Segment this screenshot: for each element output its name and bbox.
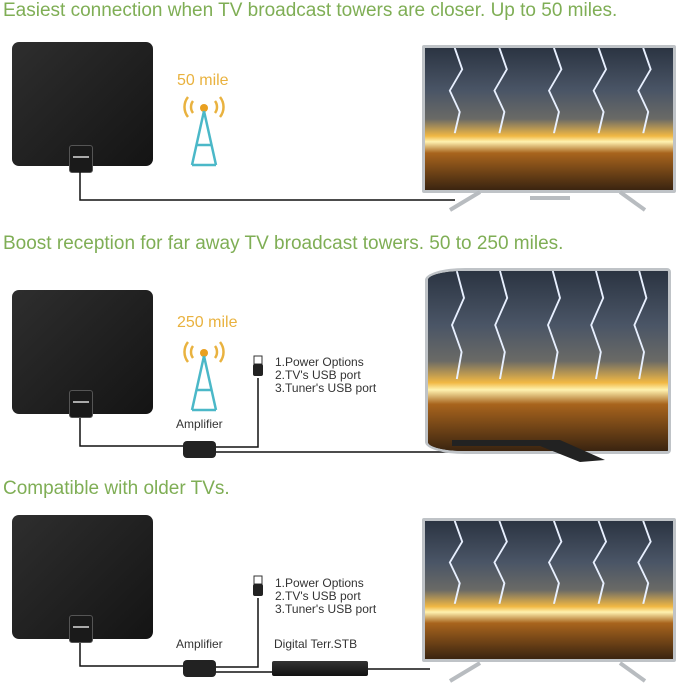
- usb-power-options: 1.Power Options 2.TV's USB port 3.Tuner'…: [275, 356, 376, 395]
- lightning-bolt: [637, 521, 652, 604]
- lightning-bolts: [448, 48, 652, 134]
- flat-tv: [422, 45, 676, 193]
- tv-stand: [448, 190, 647, 212]
- range-label: 250 mile: [177, 314, 238, 331]
- section-1-title: Easiest connection when TV broadcast tow…: [3, 0, 618, 21]
- usb-plug-icon: [253, 355, 263, 376]
- lightning-bolt: [448, 48, 464, 134]
- section-2-title: Boost reception for far away TV broadcas…: [3, 233, 564, 254]
- amplifier-label: Amplifier: [176, 637, 223, 651]
- broadcast-tower-icon: [183, 341, 225, 412]
- amplifier-label: Amplifier: [176, 417, 223, 431]
- antenna-connector: [69, 615, 93, 643]
- tv-stand: [448, 661, 647, 683]
- set-top-box: [272, 661, 368, 676]
- usb-option: 3.Tuner's USB port: [275, 381, 377, 395]
- usb-option: 2.TV's USB port: [275, 589, 361, 603]
- lightning-bolt: [592, 521, 608, 604]
- broadcast-tower-icon: [183, 96, 225, 167]
- flat-tv: [422, 518, 676, 662]
- section-3-title: Compatible with older TVs.: [3, 478, 230, 499]
- stb-label: Digital Terr.STB: [274, 637, 358, 651]
- usb-option: 3.Tuner's USB port: [275, 602, 377, 616]
- lightning-bolt: [450, 271, 465, 380]
- antenna-connector: [69, 390, 93, 418]
- lightning-bolt: [448, 521, 464, 604]
- lightning-bolt: [637, 48, 652, 134]
- usb-power-options: 1.Power Options 2.TV's USB port 3.Tuner'…: [275, 577, 376, 616]
- lightning-bolt: [493, 521, 508, 604]
- lightning-bolt: [590, 271, 605, 380]
- lightning-bolt: [633, 271, 648, 380]
- lightning-bolt: [592, 48, 608, 134]
- usb-option: 2.TV's USB port: [275, 368, 361, 382]
- lightning-bolt: [547, 48, 563, 134]
- lightning-bolt: [546, 271, 561, 380]
- usb-option: 1.Power Options: [275, 576, 364, 590]
- curved-tv: [425, 268, 671, 454]
- lightning-bolt: [547, 521, 563, 604]
- antenna-connector: [69, 145, 93, 173]
- lightning-bolt: [494, 271, 509, 380]
- lightning-bolts: [448, 521, 652, 604]
- lightning-bolts: [450, 271, 648, 380]
- tv-stand: [452, 440, 605, 462]
- range-label: 50 mile: [177, 72, 229, 89]
- usb-plug-icon: [253, 575, 263, 596]
- amplifier: [183, 660, 216, 677]
- usb-option: 1.Power Options: [275, 355, 364, 369]
- amplifier: [183, 441, 216, 458]
- lightning-bolt: [493, 48, 508, 134]
